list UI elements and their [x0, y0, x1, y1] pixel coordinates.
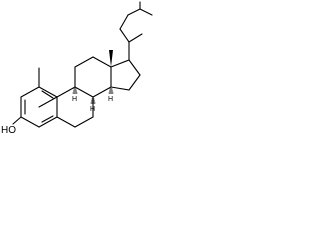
stereo-h-c14: H: [108, 88, 114, 103]
aromatic-double-bond-3: [41, 115, 54, 123]
stereo-h-c8: H: [90, 98, 96, 113]
stereo-h-label: H: [72, 96, 77, 103]
aromatic-double-bond-2: [41, 90, 54, 99]
hydroxyl-label: HO: [1, 125, 16, 136]
ring-d: [110, 59, 141, 91]
hydroxyl-bond: [12, 116, 22, 125]
stereo-h-c9: H: [72, 88, 78, 103]
stereo-h-label: H: [90, 106, 95, 113]
steroid-structure-diagram: H H H HO: [1, 1, 153, 136]
ring-a-aromatic: [20, 86, 58, 128]
c13-methyl-wedge: [109, 50, 113, 67]
ring-b: [56, 86, 94, 128]
ring-c: [74, 56, 112, 98]
stereo-h-label: H: [108, 96, 113, 103]
side-chain: [119, 1, 153, 61]
